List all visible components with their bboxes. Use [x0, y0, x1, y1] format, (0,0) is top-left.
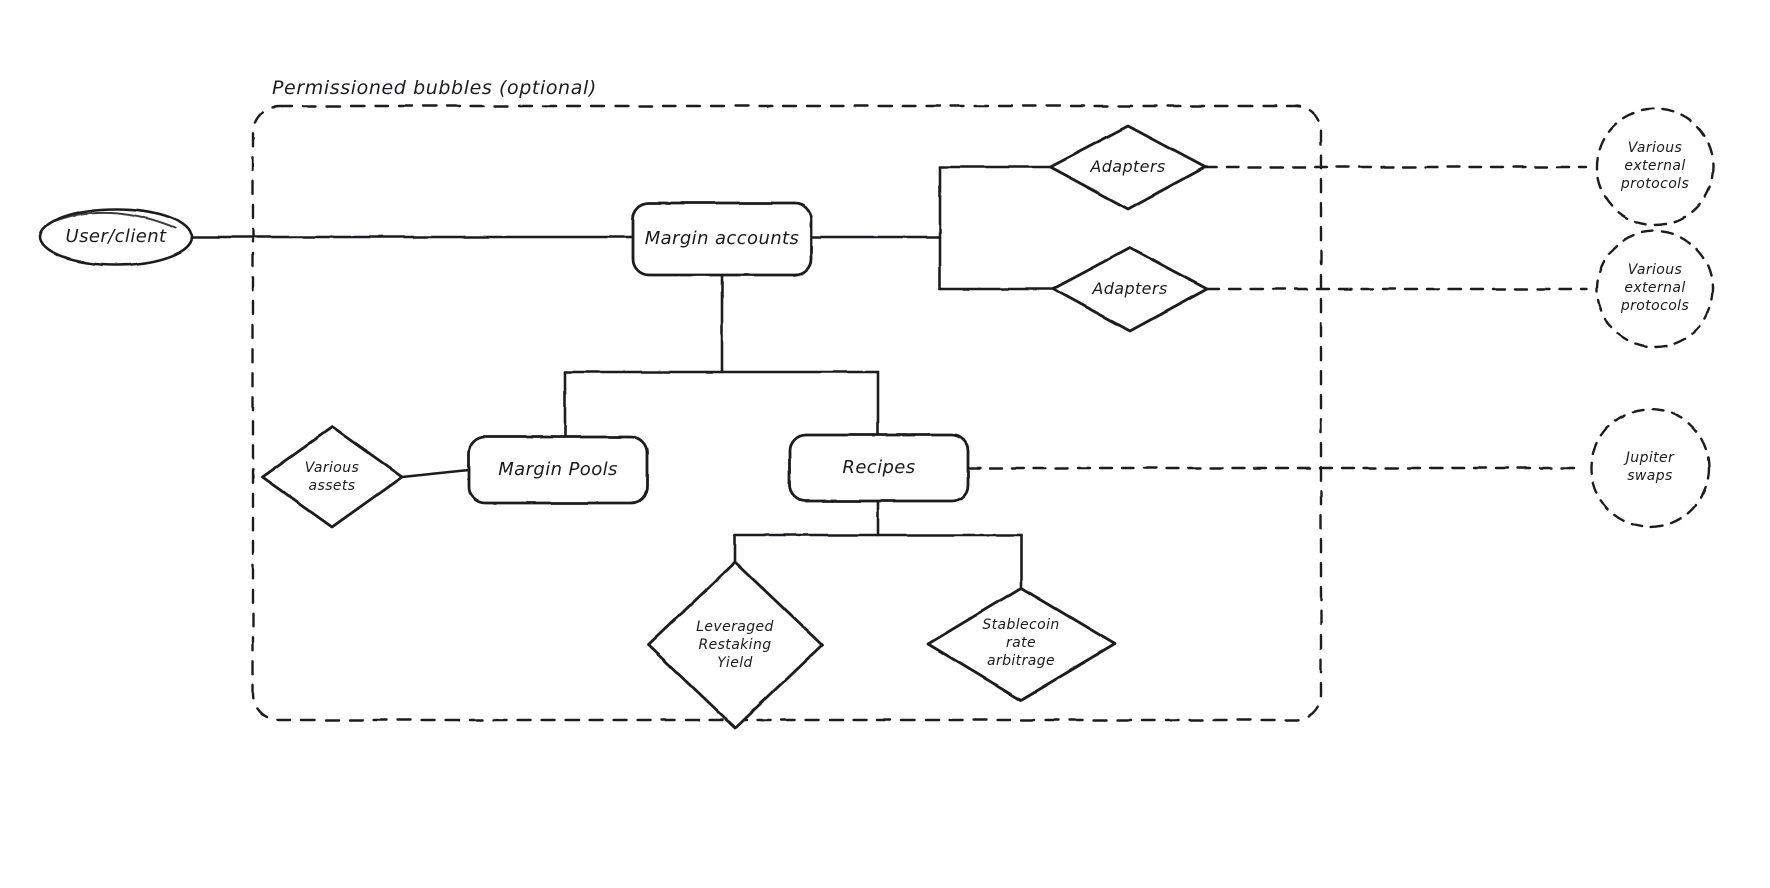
node-margin-pools-shape	[467, 435, 649, 505]
node-margin-accounts-shape	[631, 201, 813, 277]
node-user-client-shape	[38, 207, 194, 267]
node-leveraged-restaking-yield-shape	[646, 560, 824, 730]
node-recipes-shape	[788, 433, 970, 503]
node-jupiter-swaps-shape	[1589, 407, 1711, 529]
group-boundary	[251, 104, 1323, 722]
node-various-assets-shape	[260, 425, 404, 529]
node-stablecoin-rate-arbitrage-shape	[926, 586, 1117, 702]
node-adapters-top-shape	[1048, 124, 1207, 211]
edge-various-assets-to-margin-pools	[400, 468, 471, 479]
node-external-protocols-bottom-shape	[1595, 229, 1715, 349]
node-external-protocols-top-shape	[1595, 107, 1715, 227]
node-adapters-bottom-shape	[1051, 246, 1209, 333]
